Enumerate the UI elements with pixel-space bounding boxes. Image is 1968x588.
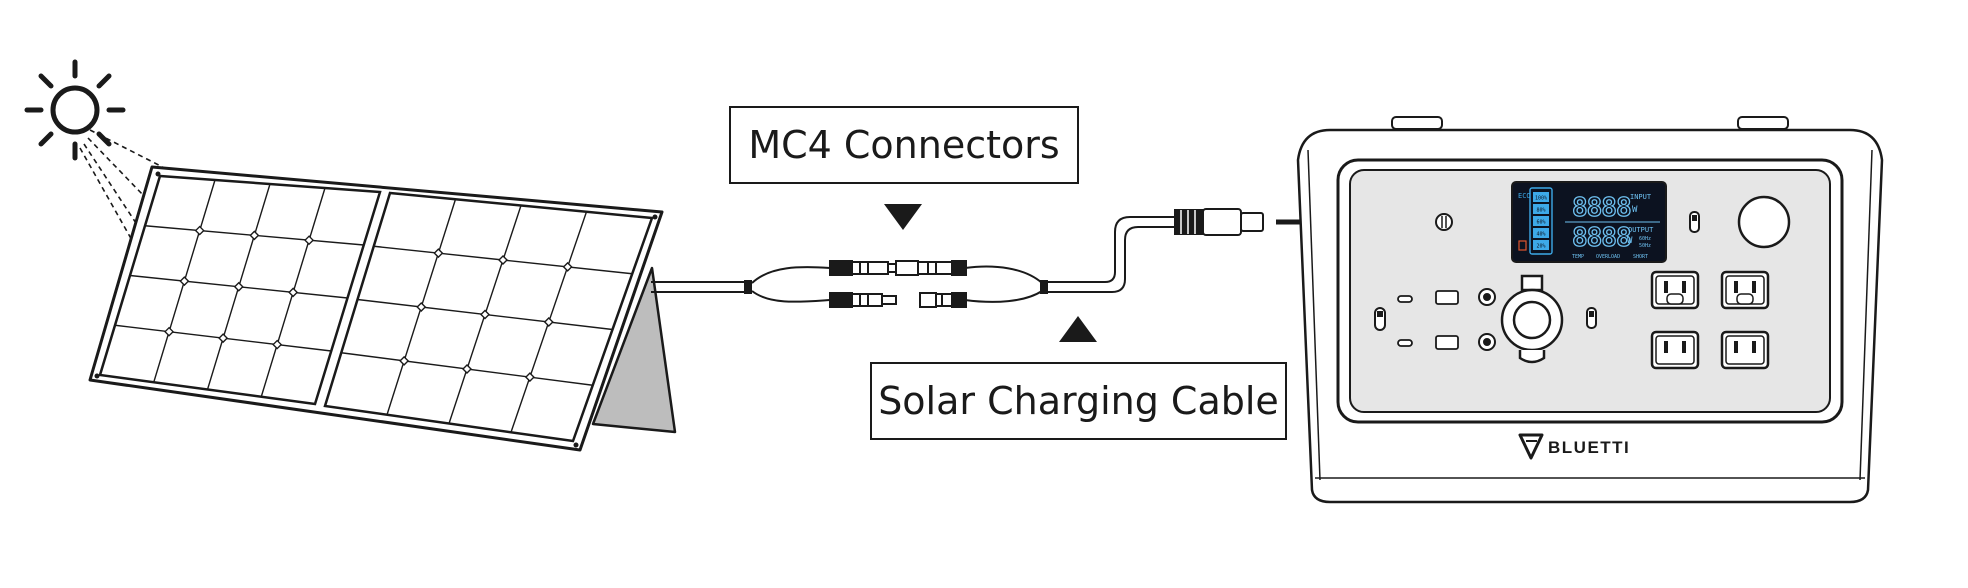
- lcd-output-unit: W: [1627, 236, 1633, 246]
- lcd-freq-50: 50Hz: [1639, 243, 1651, 249]
- lcd-battery-level: 100%: [1535, 196, 1547, 202]
- lcd-display: ECO 100% 80% 60% 40% 20% 8888 INPUT W 8888 O…: [1511, 181, 1667, 263]
- lcd-output-label: OUTPUT: [1628, 226, 1654, 234]
- power-station: ECO 100% 80% 60% 40% 20% 8888 INPUT W 8888 O…: [1296, 116, 1884, 504]
- usb-c-ports: [1478, 288, 1496, 351]
- solar-panel-right-half: [323, 191, 654, 443]
- arrow-up-icon: [1059, 316, 1097, 342]
- sun-icon: [24, 59, 126, 161]
- lcd-input-unit: W: [1632, 205, 1638, 215]
- ac-outlet: [1720, 330, 1770, 370]
- mc4-connector-pair-top: [829, 260, 967, 276]
- lcd-eco-label: ECO: [1518, 192, 1531, 200]
- lcd-battery-level: 20%: [1536, 244, 1545, 250]
- lcd-status-temp: TEMP: [1572, 254, 1584, 260]
- lcd-battery-level: 60%: [1536, 220, 1545, 226]
- lcd-status-overload: OVERLOAD: [1596, 254, 1620, 260]
- lcd-input-digits: 8888: [1572, 193, 1631, 223]
- lcd-input-label: INPUT: [1630, 193, 1652, 201]
- ac-outlet: [1650, 270, 1700, 310]
- solar-charging-cable-callout: Solar Charging Cable: [870, 362, 1287, 440]
- lcd-battery-level: 40%: [1536, 232, 1545, 238]
- brand-name: BLUETTI: [1548, 438, 1630, 457]
- panel-output-cable: [651, 281, 748, 293]
- mc4-connectors-callout: MC4 Connectors: [729, 106, 1079, 184]
- solar-charging-cable-label: Solar Charging Cable: [878, 379, 1279, 423]
- ac-outlet: [1650, 330, 1700, 370]
- mc4-wires: [751, 265, 1043, 303]
- usb-a-ports: [1397, 290, 1459, 350]
- bluetti-logo-icon: [1518, 433, 1544, 460]
- dc-plug: [1174, 208, 1264, 236]
- lcd-freq-60: 60Hz: [1639, 236, 1651, 242]
- dc-input-port: [1435, 213, 1453, 231]
- panel-kickstand: [591, 266, 677, 434]
- ac-outlets: [1650, 270, 1770, 370]
- ac-outlet: [1720, 270, 1770, 310]
- lcd-battery-level: 80%: [1536, 208, 1545, 214]
- power-button: [1737, 195, 1791, 249]
- mc4-connectors-label: MC4 Connectors: [748, 123, 1060, 167]
- solar-charging-cable-wire: [1048, 216, 1175, 293]
- arrow-down-icon: [884, 204, 922, 230]
- lcd-output-digits: 8888: [1572, 223, 1631, 253]
- lcd-status-short: SHORT: [1633, 254, 1648, 260]
- mc4-connector-pair-bottom: [829, 292, 967, 308]
- solar-panel: [88, 165, 664, 452]
- car-outlet: [1500, 274, 1564, 364]
